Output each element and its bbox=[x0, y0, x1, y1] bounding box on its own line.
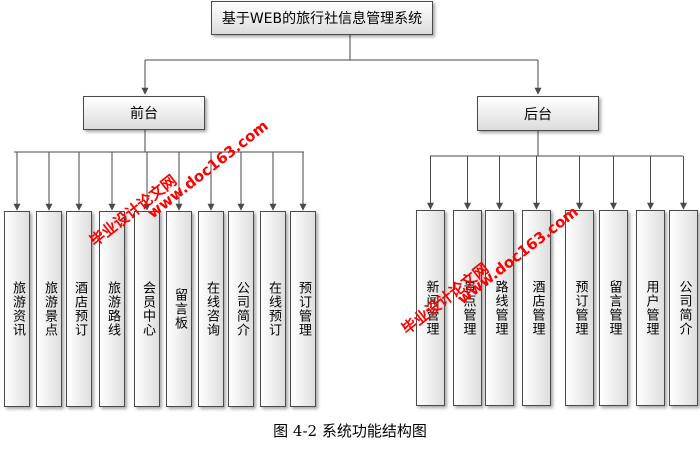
root-node: 基于WEB的旅行社信息管理系统 bbox=[211, 1, 433, 35]
front-leaf-label: 酒店预订 bbox=[72, 281, 87, 337]
back-leaf-label: 酒店管理 bbox=[529, 280, 545, 336]
back-leaf-label: 用户管理 bbox=[643, 280, 659, 336]
back-leaf-label: 留言管理 bbox=[606, 280, 622, 336]
front-leaf-box: 预订管理 bbox=[290, 211, 316, 407]
front-leaf-box: 公司简介 bbox=[228, 211, 254, 407]
root-label: 基于WEB的旅行社信息管理系统 bbox=[221, 11, 423, 27]
back-leaf-box: 景点管理 bbox=[453, 210, 482, 406]
front-leaf-label: 公司简介 bbox=[234, 281, 249, 337]
front-leaf-label: 旅游路线 bbox=[105, 281, 120, 337]
back-leaf-label: 景点管理 bbox=[460, 280, 476, 336]
structure-diagram: 基于WEB的旅行社信息管理系统 前台 后台 旅游资讯 旅游景点酒店预订 旅游路线 会员… bbox=[4, 1, 698, 407]
back-leaf-box: 酒店管理 bbox=[522, 210, 551, 406]
front-leaf-box: 旅游景点 bbox=[36, 211, 62, 407]
back-leaf-label: 公司简介 bbox=[676, 280, 692, 336]
front-leaf-label: 预订管理 bbox=[296, 281, 311, 337]
front-leaf-label: 旅游景点 bbox=[42, 281, 57, 337]
figure-caption: 图 4-2 系统功能结构图 bbox=[273, 422, 427, 440]
front-leaf-label: 会员中心 bbox=[140, 281, 155, 337]
back-leaf-box: 公司简介 bbox=[669, 210, 698, 406]
front-leaf-box: 酒店预订 bbox=[66, 211, 92, 407]
connector-lines bbox=[13, 34, 687, 211]
front-leaf-box: 在线咨询 bbox=[198, 211, 224, 407]
front-leaf-box: 在线预订 bbox=[260, 211, 286, 407]
back-leaf-label: 路线管理 bbox=[492, 280, 508, 336]
back-leaf-box: 用户管理 bbox=[636, 210, 665, 406]
back-leaf-label: 预订管理 bbox=[572, 280, 588, 336]
back-leaf-box: 路线管理 bbox=[485, 210, 514, 406]
front-leaf-box: 会员中心 bbox=[134, 211, 160, 407]
front-leaf-label: 在线咨询 bbox=[204, 281, 219, 337]
back-leaf-box: 新闻管理 bbox=[416, 210, 445, 406]
front-leaf-label: 旅游资讯 bbox=[10, 281, 25, 337]
front-leaf-box: 旅游路线 bbox=[99, 211, 125, 407]
back-leaf-label: 新闻管理 bbox=[423, 280, 439, 336]
front-leaf-label: 留言板 bbox=[172, 288, 187, 330]
front-node: 前台 bbox=[83, 96, 205, 130]
back-label: 后台 bbox=[524, 106, 552, 123]
front-leaf-box: 留言板 bbox=[166, 211, 192, 407]
back-node: 后台 bbox=[477, 96, 599, 131]
back-leaf-box: 预订管理 bbox=[565, 210, 594, 406]
back-leaf-box: 留言管理 bbox=[599, 210, 628, 406]
front-leaf-label: 在线预订 bbox=[266, 281, 281, 337]
front-label: 前台 bbox=[130, 106, 158, 122]
front-leaf-box: 旅游资讯 bbox=[4, 211, 30, 407]
